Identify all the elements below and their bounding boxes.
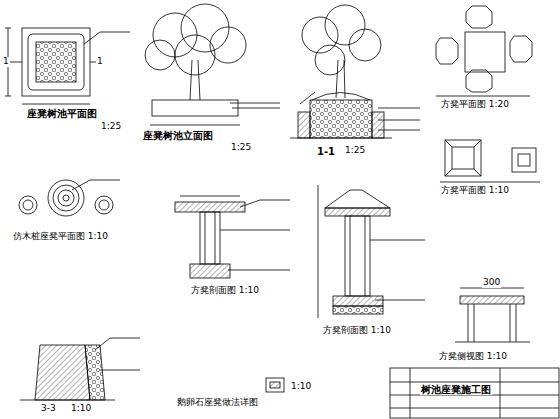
view-title: 方凳剖面图 1:10 [190,286,260,296]
scale-label: 1:10 [290,382,312,392]
view-title: 座凳树池立面图 [142,130,214,141]
dimension-label: 300 [482,278,501,288]
section-marker: 1 [2,57,10,67]
view-title: 方凳平面图 1:20 [440,100,510,110]
view-title: 座凳树池平面图 [26,108,98,119]
scale-label: 1:25 [344,146,366,156]
scale-label: 1:25 [100,122,122,132]
section-title: 1-1 [316,146,336,157]
section-title: 3-3 [40,404,57,414]
view-title: 方凳剖面图 1:10 [322,326,392,336]
scale-label: 1:25 [230,143,252,153]
scale-label: 1:10 [70,404,92,414]
view-title: 方凳侧视图 1:10 [438,352,508,362]
view-title: 方凳平面图 1:10 [440,186,510,196]
section-marker: 1 [96,57,104,67]
view-title: 鹅卵石座凳做法详图 [176,398,259,408]
title-block-text: 树池座凳施工图 [420,384,492,395]
view-title: 仿木桩座凳平面图 1:10 [12,232,109,242]
